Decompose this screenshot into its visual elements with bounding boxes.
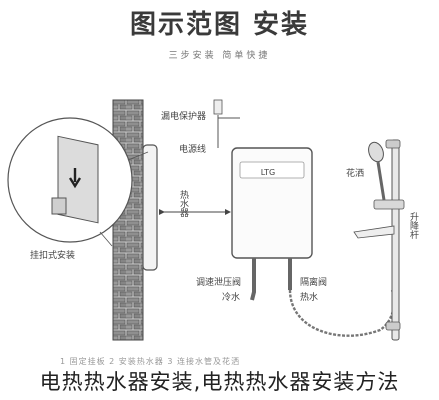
hang-label-leader [99,231,113,247]
step-instructions: 1 固定挂板 2 安装热水器 3 连接水管及花洒 [60,357,240,366]
hang-install-label: 挂扣式安装 [30,249,75,261]
power-cord [217,115,240,148]
isolation-valve-label: 隔离阀 [300,276,327,288]
hook-arrow-icon [68,168,82,189]
hot-water-label: 热水 [300,291,318,303]
cold-water-pipe [250,258,256,301]
leakage-protector [213,99,223,115]
leak-protector-label: 漏电保护器 [161,110,206,122]
rail-top-bracket [385,139,401,149]
rail-slider [373,199,405,210]
showerhead-label: 花洒 [346,167,364,179]
pressure-valve-label: 调速泄压阀 [196,276,241,288]
showerhead-handle [376,161,386,201]
image-caption: 电热热水器安装,电热热水器安装方法 [0,366,439,396]
power-cord-label: 电源线 [179,143,206,155]
heater-label: 热水器 [178,189,189,217]
showerhead [368,141,384,163]
brand-label: LTG [261,168,275,177]
diagram-title: 图示范图 安装 [129,10,310,40]
wall-mount-plate [142,144,158,271]
diagram-subtitle: 三步安装 简单快捷 [168,51,271,61]
cold-water-label: 冷水 [222,291,240,303]
lift-rod-label: 升降杆 [408,212,419,240]
detail-hook [51,197,67,215]
heater-panel [239,161,305,179]
shower-rail [391,139,400,341]
detail-connector [127,151,149,161]
rail-bottom-bracket [385,321,401,331]
soap-tray [353,225,395,239]
